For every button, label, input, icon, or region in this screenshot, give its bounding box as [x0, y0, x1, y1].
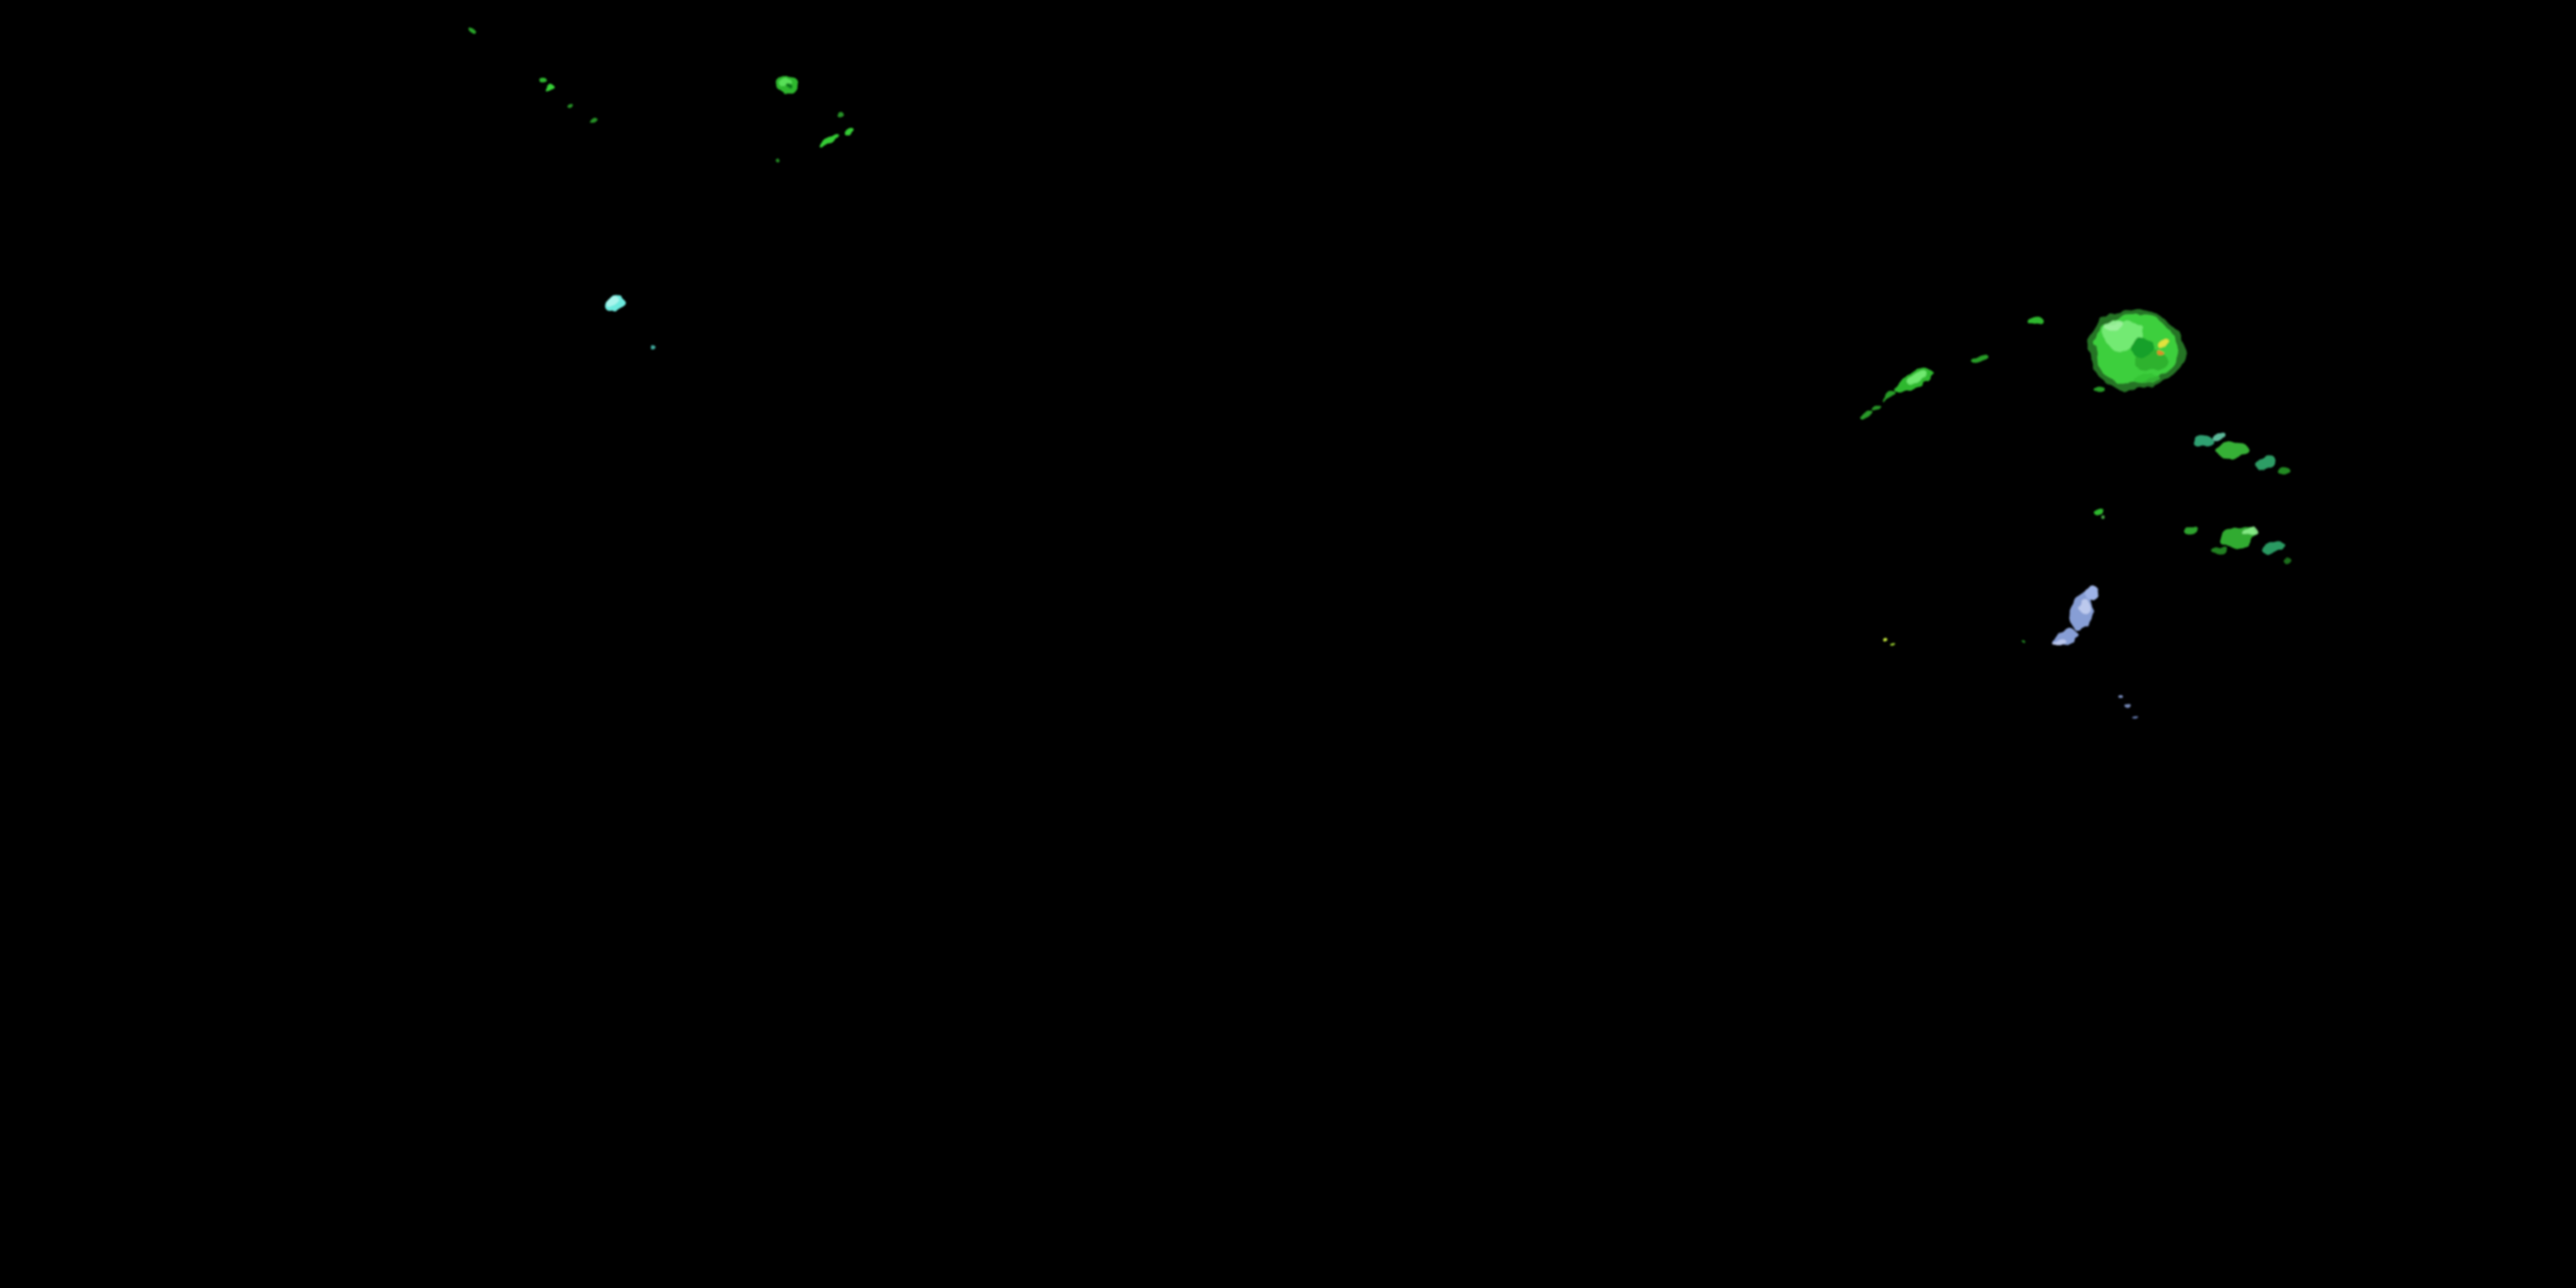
radar-echo	[2217, 441, 2248, 459]
radar-echo	[823, 135, 836, 145]
radar-echo	[2255, 455, 2275, 469]
radar-echo	[2261, 540, 2283, 556]
radar-echo	[607, 296, 619, 307]
radar-echo	[2085, 586, 2099, 598]
radar-echo	[2021, 642, 2026, 646]
radar-echo	[2246, 530, 2257, 537]
radar-echo	[776, 157, 781, 162]
radar-echo	[2133, 337, 2154, 355]
radar-echo	[2054, 632, 2080, 646]
radar-echo	[468, 26, 475, 31]
radar-echo	[1892, 643, 1897, 647]
radar-echo	[840, 115, 845, 120]
radar-echo	[2128, 703, 2133, 708]
radar-echo	[2214, 433, 2226, 440]
radar-echo	[589, 118, 596, 125]
radar-echo	[2157, 349, 2164, 355]
radar-echo	[1860, 410, 1874, 419]
radar-echo	[1907, 373, 1928, 385]
radar-echo	[2132, 715, 2137, 719]
radar-echo	[2221, 526, 2255, 549]
radar-echo-group	[468, 26, 2291, 719]
radar-echo	[2080, 598, 2090, 615]
radar-echo	[2054, 640, 2064, 645]
radar-echo	[1871, 402, 1883, 410]
radar-echo	[2105, 319, 2123, 331]
radar-echo	[538, 78, 546, 85]
radar-echo	[841, 129, 854, 137]
radar-echo	[2099, 514, 2105, 519]
radar-echo	[2030, 316, 2044, 325]
radar-echo	[568, 101, 573, 106]
radar-echo	[2093, 507, 2102, 513]
radar-echo	[2213, 545, 2227, 554]
radar-echo	[2191, 434, 2215, 449]
radar-echo	[1974, 354, 1986, 362]
radar-echo	[2135, 375, 2159, 386]
radar-echo	[647, 345, 653, 350]
radar-echo	[2277, 466, 2291, 475]
radar-echo	[2118, 693, 2123, 698]
radar-echo	[783, 86, 790, 91]
radar-echo	[2091, 387, 2105, 394]
radar-echo	[1883, 637, 1888, 642]
radar-echo	[1881, 389, 1897, 399]
radar-echo	[2282, 557, 2291, 562]
radar-echo	[2159, 342, 2169, 349]
radar-echo	[2183, 526, 2195, 534]
radar-echo	[545, 85, 556, 94]
